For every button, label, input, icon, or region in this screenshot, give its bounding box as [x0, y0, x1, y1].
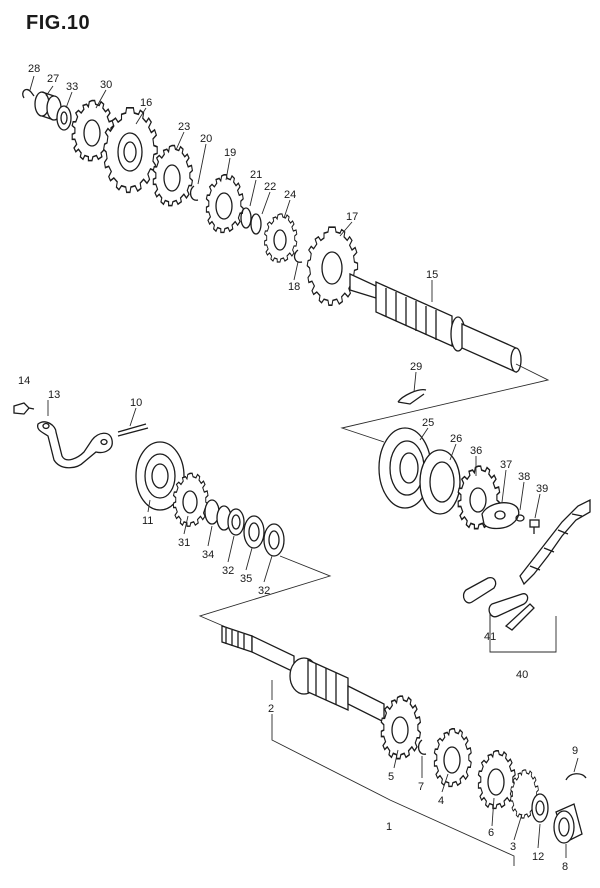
callout-10: 10: [130, 397, 142, 409]
callout-6: 6: [488, 827, 494, 839]
callout-34: 34: [202, 549, 214, 561]
callout-24: 24: [284, 189, 296, 201]
callout-17: 17: [346, 211, 358, 223]
callout-3: 3: [510, 841, 516, 853]
callout-27: 27: [47, 73, 59, 85]
callout-37: 37: [500, 459, 512, 471]
callout-39: 39: [536, 483, 548, 495]
callout-36: 36: [470, 445, 482, 457]
callout-28: 28: [28, 63, 40, 75]
callout-29: 29: [410, 361, 422, 373]
callout-4: 4: [438, 795, 444, 807]
callout-38: 38: [518, 471, 530, 483]
callout-40: 40: [516, 669, 528, 681]
callout-41: 41: [484, 631, 496, 643]
callout-13: 13: [48, 389, 60, 401]
callout-11: 11: [142, 515, 153, 527]
callout-20: 20: [200, 133, 212, 145]
callout-33: 33: [66, 81, 78, 93]
callout-8: 8: [562, 861, 568, 873]
callout-26: 26: [450, 433, 462, 445]
callout-35: 35: [240, 573, 252, 585]
figure-title: FIG.10: [26, 12, 91, 34]
callout-25: 25: [422, 417, 434, 429]
callout-19: 19: [224, 147, 236, 159]
callout-7: 7: [418, 781, 424, 793]
callout-32: 32: [222, 565, 234, 577]
callout-5: 5: [388, 771, 394, 783]
callout-21: 21: [250, 169, 262, 181]
callout-14: 14: [18, 375, 30, 387]
callout-2: 2: [268, 703, 274, 715]
callout-12: 12: [532, 851, 544, 863]
callout-23: 23: [178, 121, 190, 133]
callout-32: 32: [258, 585, 270, 597]
callout-22: 22: [264, 181, 276, 193]
callout-16: 16: [140, 97, 152, 109]
callout-31: 31: [178, 537, 190, 549]
callout-18: 18: [288, 281, 300, 293]
callout-9: 9: [572, 745, 578, 757]
callout-1: 1: [386, 821, 392, 833]
callout-15: 15: [426, 269, 438, 281]
callout-30: 30: [100, 79, 112, 91]
